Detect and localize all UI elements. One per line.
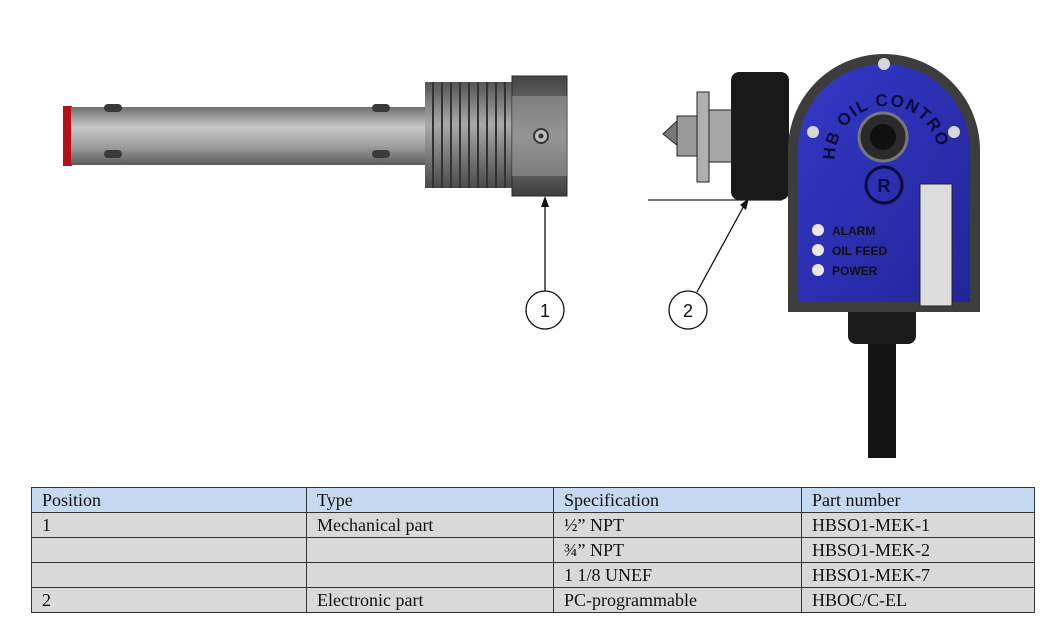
sensor-tip: [63, 106, 72, 166]
callout-1: 1: [525, 196, 565, 330]
header-position: Position: [31, 487, 307, 513]
cell-position: [31, 562, 307, 588]
cell-position: 2: [31, 587, 307, 613]
table-row: ¾” NPT HBSO1-MEK-2: [31, 537, 1035, 563]
power-led: [812, 264, 824, 276]
hex-nut: [511, 75, 568, 197]
cell-part-number: HBOC/C-EL: [801, 587, 1035, 613]
cable: [848, 300, 916, 458]
callout-1-number: 1: [540, 301, 550, 321]
electronic-part: HB OIL CONTROL R ALARM OIL FEED POWER: [0, 0, 980, 458]
table-row: 2 Electronic part PC-programmable HBOC/C…: [31, 587, 1035, 613]
logo-mark: [864, 165, 904, 205]
alarm-led: [812, 224, 824, 236]
logo-letter: R: [878, 176, 891, 196]
alarm-led-label: ALARM: [832, 224, 875, 238]
product-illustration: HB OIL CONTROL R ALARM OIL FEED POWER 1 …: [0, 0, 980, 458]
callout-2: 2: [668, 198, 749, 330]
power-led-label: POWER: [832, 264, 878, 278]
table-row: 1 1/8 UNEF HBSO1-MEK-7: [31, 562, 1035, 588]
oil-feed-led-label: OIL FEED: [832, 244, 887, 258]
cell-specification: ¾” NPT: [553, 537, 802, 563]
thread-section: [425, 82, 513, 188]
screw-holes: [807, 58, 960, 138]
rod-slots: [104, 104, 390, 158]
cell-position: [31, 537, 307, 563]
display-window: [919, 183, 953, 307]
cell-type: [306, 537, 554, 563]
status-leds: ALARM OIL FEED POWER: [812, 224, 887, 278]
cell-specification: PC-programmable: [553, 587, 802, 613]
nozzle: [662, 91, 734, 183]
oil-feed-led: [812, 244, 824, 256]
cell-position: 1: [31, 512, 307, 538]
cell-type: [306, 562, 554, 588]
table-row: 1 Mechanical part ½” NPT HBSO1-MEK-1: [31, 512, 1035, 538]
cell-specification: 1 1/8 UNEF: [553, 562, 802, 588]
cell-part-number: HBSO1-MEK-7: [801, 562, 1035, 588]
parts-table: Position Type Specification Part number …: [31, 487, 1035, 613]
mechanical-part: [63, 75, 568, 197]
black-collar: [731, 72, 789, 200]
cell-part-number: HBSO1-MEK-1: [801, 512, 1035, 538]
callout-2-number: 2: [683, 301, 693, 321]
cell-type: Electronic part: [306, 587, 554, 613]
cell-type: Mechanical part: [306, 512, 554, 538]
cell-specification: ½” NPT: [553, 512, 802, 538]
cell-part-number: HBSO1-MEK-2: [801, 537, 1035, 563]
header-specification: Specification: [553, 487, 802, 513]
header-part-number: Part number: [801, 487, 1035, 513]
sensor-rod: [71, 107, 429, 165]
header-type: Type: [306, 487, 554, 513]
table-header-row: Position Type Specification Part number: [31, 487, 1035, 513]
